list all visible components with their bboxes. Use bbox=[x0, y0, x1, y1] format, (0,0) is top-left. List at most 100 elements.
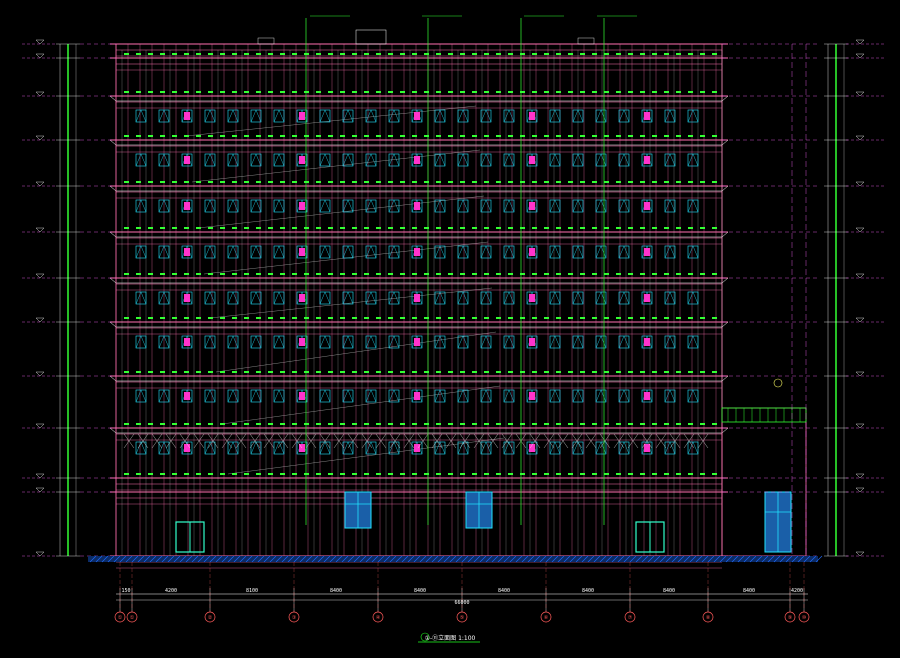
level-marker-left bbox=[35, 227, 45, 233]
floor-tag bbox=[352, 91, 357, 93]
floor-tag bbox=[160, 473, 165, 475]
floor-tag bbox=[700, 135, 705, 137]
window-swing bbox=[319, 291, 326, 305]
window-swing bbox=[324, 291, 331, 305]
floor-tag bbox=[316, 473, 321, 475]
floor-tag bbox=[232, 227, 237, 229]
floor-tag bbox=[400, 423, 405, 425]
window-swing bbox=[163, 335, 170, 349]
floor-tag bbox=[196, 473, 201, 475]
floor-tag bbox=[628, 317, 633, 319]
floor-tag bbox=[580, 135, 585, 137]
floor-tag bbox=[628, 181, 633, 183]
floor-tag bbox=[676, 317, 681, 319]
window-swing bbox=[664, 291, 671, 305]
window-frame bbox=[342, 199, 354, 213]
window-frame bbox=[204, 335, 216, 349]
floor-tag bbox=[472, 317, 477, 319]
level-marker-right bbox=[855, 423, 865, 429]
floor-tag bbox=[256, 423, 261, 425]
window-swing bbox=[577, 245, 584, 259]
brace bbox=[445, 433, 457, 449]
brace bbox=[389, 433, 401, 449]
hatch-stroke bbox=[377, 555, 385, 563]
floor-tag bbox=[148, 53, 153, 55]
window-frame bbox=[480, 389, 492, 403]
window-swing bbox=[250, 441, 257, 455]
floor-tag bbox=[520, 273, 525, 275]
window-frame bbox=[687, 245, 699, 259]
window-frame bbox=[319, 199, 331, 213]
window-swing bbox=[508, 109, 515, 123]
floor-tag bbox=[712, 317, 717, 319]
brace bbox=[305, 433, 317, 449]
hatch-stroke bbox=[701, 555, 709, 563]
hatch-stroke bbox=[311, 555, 319, 563]
floor-tag bbox=[196, 273, 201, 275]
floor-tag bbox=[604, 53, 609, 55]
hatch-stroke bbox=[413, 555, 421, 563]
floor-tag bbox=[580, 53, 585, 55]
window-swing bbox=[278, 441, 285, 455]
hatch-stroke bbox=[251, 555, 259, 563]
window-swing bbox=[687, 291, 694, 305]
floor-tag bbox=[544, 273, 549, 275]
floor-tag bbox=[532, 273, 537, 275]
window-tag bbox=[414, 444, 420, 452]
floor-tag bbox=[484, 423, 489, 425]
floor-tag bbox=[124, 181, 129, 183]
window-swing bbox=[434, 335, 441, 349]
hatch-stroke bbox=[527, 555, 535, 563]
floor-tag bbox=[532, 135, 537, 137]
floor-tag bbox=[244, 53, 249, 55]
level-marker-right bbox=[855, 39, 865, 45]
window-frame bbox=[250, 199, 262, 213]
window-swing bbox=[572, 389, 579, 403]
window-frame bbox=[687, 199, 699, 213]
window-swing bbox=[140, 291, 147, 305]
window-swing bbox=[687, 335, 694, 349]
window-swing bbox=[595, 335, 602, 349]
floor-tag bbox=[244, 473, 249, 475]
window-swing bbox=[439, 389, 446, 403]
hatch-stroke bbox=[203, 555, 211, 563]
floor-tag bbox=[700, 91, 705, 93]
window-swing bbox=[618, 199, 625, 213]
hatch-stroke bbox=[743, 555, 751, 563]
bottom-dimension-text: 8400 bbox=[330, 588, 342, 594]
floor-tag bbox=[388, 473, 393, 475]
floor-tag bbox=[484, 53, 489, 55]
window-frame bbox=[664, 291, 676, 305]
window-swing bbox=[393, 109, 400, 123]
floor-tag bbox=[568, 473, 573, 475]
window-swing bbox=[342, 109, 349, 123]
floor-tag bbox=[688, 91, 693, 93]
axis-label: ⑤ bbox=[460, 615, 465, 621]
floor-tag bbox=[220, 423, 225, 425]
floor-tag bbox=[328, 91, 333, 93]
window-swing bbox=[457, 153, 464, 167]
hatch-stroke bbox=[473, 555, 481, 563]
window-frame bbox=[365, 441, 377, 455]
level-marker-left bbox=[35, 487, 45, 493]
hatch-stroke bbox=[467, 555, 475, 563]
hatch-stroke bbox=[335, 555, 343, 563]
floor-tag bbox=[304, 135, 309, 137]
floor-tag bbox=[508, 91, 513, 93]
floor-tag bbox=[448, 53, 453, 55]
window-frame bbox=[595, 199, 607, 213]
hatch-stroke bbox=[689, 555, 697, 563]
floor-tag bbox=[148, 423, 153, 425]
floor-tag bbox=[328, 227, 333, 229]
floor-tag bbox=[496, 317, 501, 319]
floor-tag bbox=[664, 423, 669, 425]
floor-tag bbox=[640, 317, 645, 319]
window-swing bbox=[255, 109, 262, 123]
floor-tag bbox=[340, 181, 345, 183]
floor-tag bbox=[664, 53, 669, 55]
floor-tag bbox=[328, 181, 333, 183]
window-tag bbox=[299, 202, 305, 210]
floor-tag bbox=[136, 423, 141, 425]
